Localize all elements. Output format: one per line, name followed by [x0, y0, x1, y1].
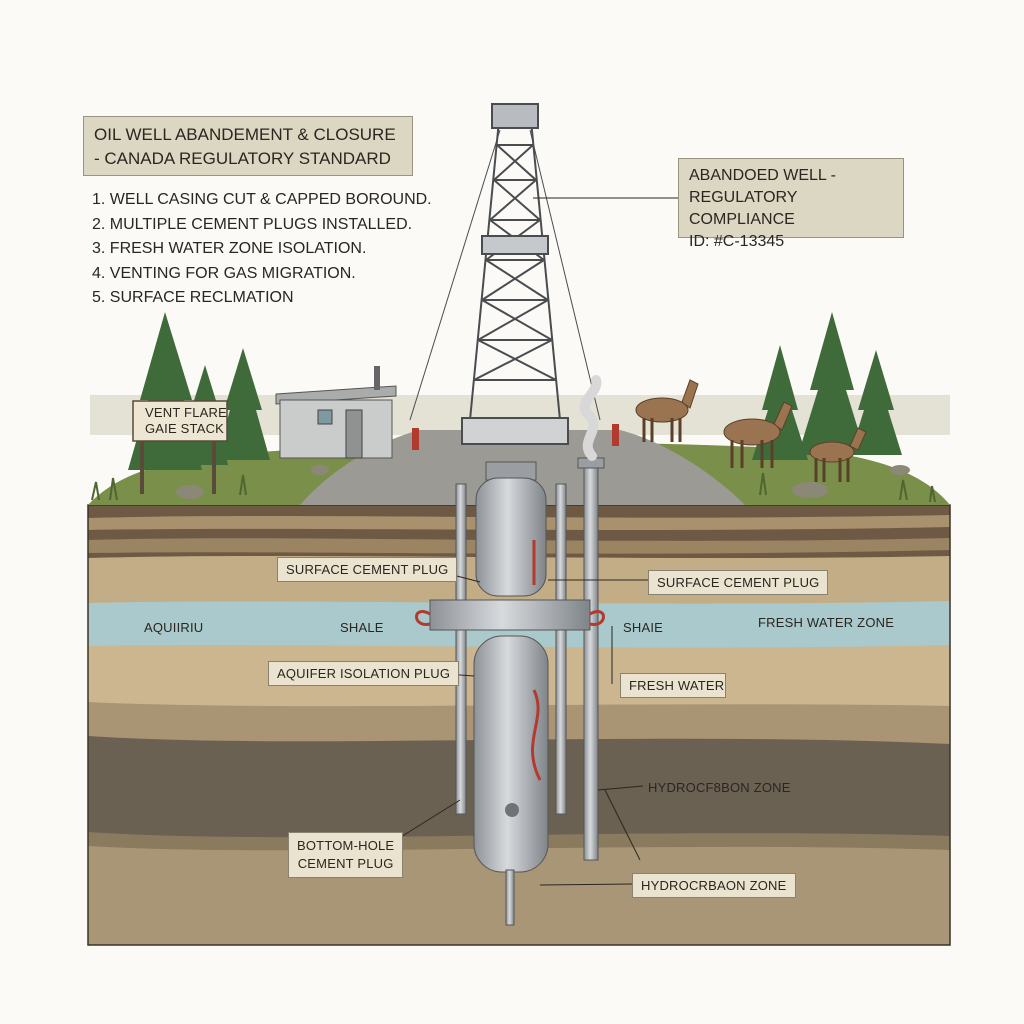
aquifer-isolation-plug-label: AQUIFER ISOLATION PLUG: [268, 661, 460, 686]
steps-list: 1. WELL CASING CUT & CAPPED BOROUND. 2. …: [92, 188, 432, 311]
safety-bollards: [412, 424, 619, 450]
deer-body: [635, 397, 689, 423]
fresh-water-zone-label: FRESH WATER ZONE: [758, 615, 895, 630]
surface-cement-plug-label-right: SURFACE CEMENT PLUG: [648, 570, 829, 595]
isolation-seal-left: [415, 610, 431, 626]
shed-wall: [279, 399, 393, 459]
isolation-seal-right: [589, 610, 605, 626]
deer-legs: [730, 440, 774, 468]
gas-plume: [579, 375, 602, 461]
bollard: [612, 424, 619, 446]
leader-line: [604, 789, 641, 861]
isolation-flange: [429, 599, 591, 631]
deer-body: [809, 441, 855, 463]
leader-line: [597, 785, 644, 791]
rock: [311, 465, 329, 475]
title-line-2: - CANADA REGULATORY STANDARD: [94, 149, 391, 168]
shed-chimney: [374, 366, 380, 390]
title-line-1: OIL WELL ABANDEMENT & CLOSURE: [94, 125, 396, 144]
deer-legs: [642, 418, 682, 442]
surface-cement-plug-label: SURFACE CEMENT PLUG: [277, 557, 458, 582]
vent-sign-post: [132, 400, 228, 494]
conifer-tree: [798, 312, 866, 455]
diagram-title: OIL WELL ABANDEMENT & CLOSURE - CANADA R…: [83, 116, 413, 176]
leader-line: [539, 883, 633, 886]
rock: [176, 485, 204, 499]
leader-lines: [395, 197, 678, 886]
compliance-id-panel: ABANDOED WELL - REGULATORY COMPLIANCE ID…: [678, 158, 904, 250]
deer-neck: [681, 379, 699, 409]
equipment-shed: [275, 366, 397, 459]
well-casing-assembly: [415, 461, 605, 926]
derrick-lattice: [473, 144, 557, 381]
lower-casing: [473, 635, 549, 873]
wildlife-deer: [635, 379, 867, 482]
upper-casing: [475, 477, 547, 597]
hydrocarbon-zone-label-1: HYDROCF8BON ZONE: [648, 780, 791, 795]
bottom-hole-line-1: BOTTOM-HOLE: [297, 838, 395, 853]
deer-legs: [814, 458, 850, 482]
compliance-line-2: REGULATORY COMPLIANCE: [689, 189, 798, 228]
outer-casing-right: [555, 483, 567, 815]
step-item: 2. MULTIPLE CEMENT PLUGS INSTALLED.: [92, 215, 413, 233]
step-item: 5. SURFACE RECLMATION: [92, 289, 294, 306]
shed-door: [345, 409, 363, 459]
conifer-tree: [216, 348, 270, 460]
hydrocarbon-zone-label-2: HYDROCRBAON ZONE: [632, 873, 796, 898]
fresh-water-label: FRESH WATER: [620, 673, 726, 698]
sign-board: [132, 400, 228, 442]
bollard: [412, 428, 419, 450]
conifer-tree: [850, 350, 902, 455]
wellhead: [485, 461, 537, 481]
aquifer-label: AQUIIRIU: [144, 620, 204, 635]
step-item: 3. FRESH WATER ZONE ISOLATION.: [92, 240, 367, 257]
sign-line-1: VENT FLARE: [145, 405, 227, 420]
compliance-id: ID: #C-13345: [689, 233, 785, 250]
step-item: 4. VENTING FOR GAS MIGRATION.: [92, 264, 356, 282]
vent-stack: [577, 375, 605, 861]
bottom-hole-line-2: CEMENT PLUG: [297, 856, 394, 871]
step-item: 1. WELL CASING CUT & CAPPED BOROUND.: [92, 191, 432, 208]
crown-block: [491, 103, 539, 129]
rock: [890, 465, 910, 475]
deer-neck: [849, 427, 867, 451]
sign-post: [140, 438, 144, 494]
bottom-hole-cement-plug-label: BOTTOM-HOLE CEMENT PLUG: [288, 832, 404, 878]
derrick-base: [461, 417, 569, 445]
deer-neck: [773, 401, 793, 431]
shale-label-right: SHAIE: [623, 620, 664, 635]
rock: [792, 482, 828, 498]
vent-pipe: [583, 463, 599, 861]
derrick-leg: [469, 109, 501, 421]
derrick-leg: [529, 109, 561, 421]
leader-line: [395, 799, 461, 841]
compliance-line-1: ABANDOED WELL -: [689, 167, 836, 184]
sign-post: [212, 438, 216, 494]
guy-wire: [409, 129, 501, 421]
drilling-derrick: [409, 103, 601, 445]
bottom-pipe: [505, 869, 515, 926]
bottom-plug-gauge: [505, 803, 519, 817]
guy-wire: [529, 129, 601, 421]
derrick-platform: [481, 235, 549, 255]
vent-sign-text: VENT FLARE GAIE STACK: [145, 405, 227, 437]
sign-line-2: GAIE STACK: [145, 421, 225, 436]
grass-blades: [91, 472, 936, 503]
shed-window: [317, 409, 333, 425]
deer-body: [723, 418, 781, 446]
outer-casing-left: [455, 483, 467, 815]
shale-label-left: SHALE: [340, 620, 384, 635]
gas-migration-line: [531, 540, 542, 781]
